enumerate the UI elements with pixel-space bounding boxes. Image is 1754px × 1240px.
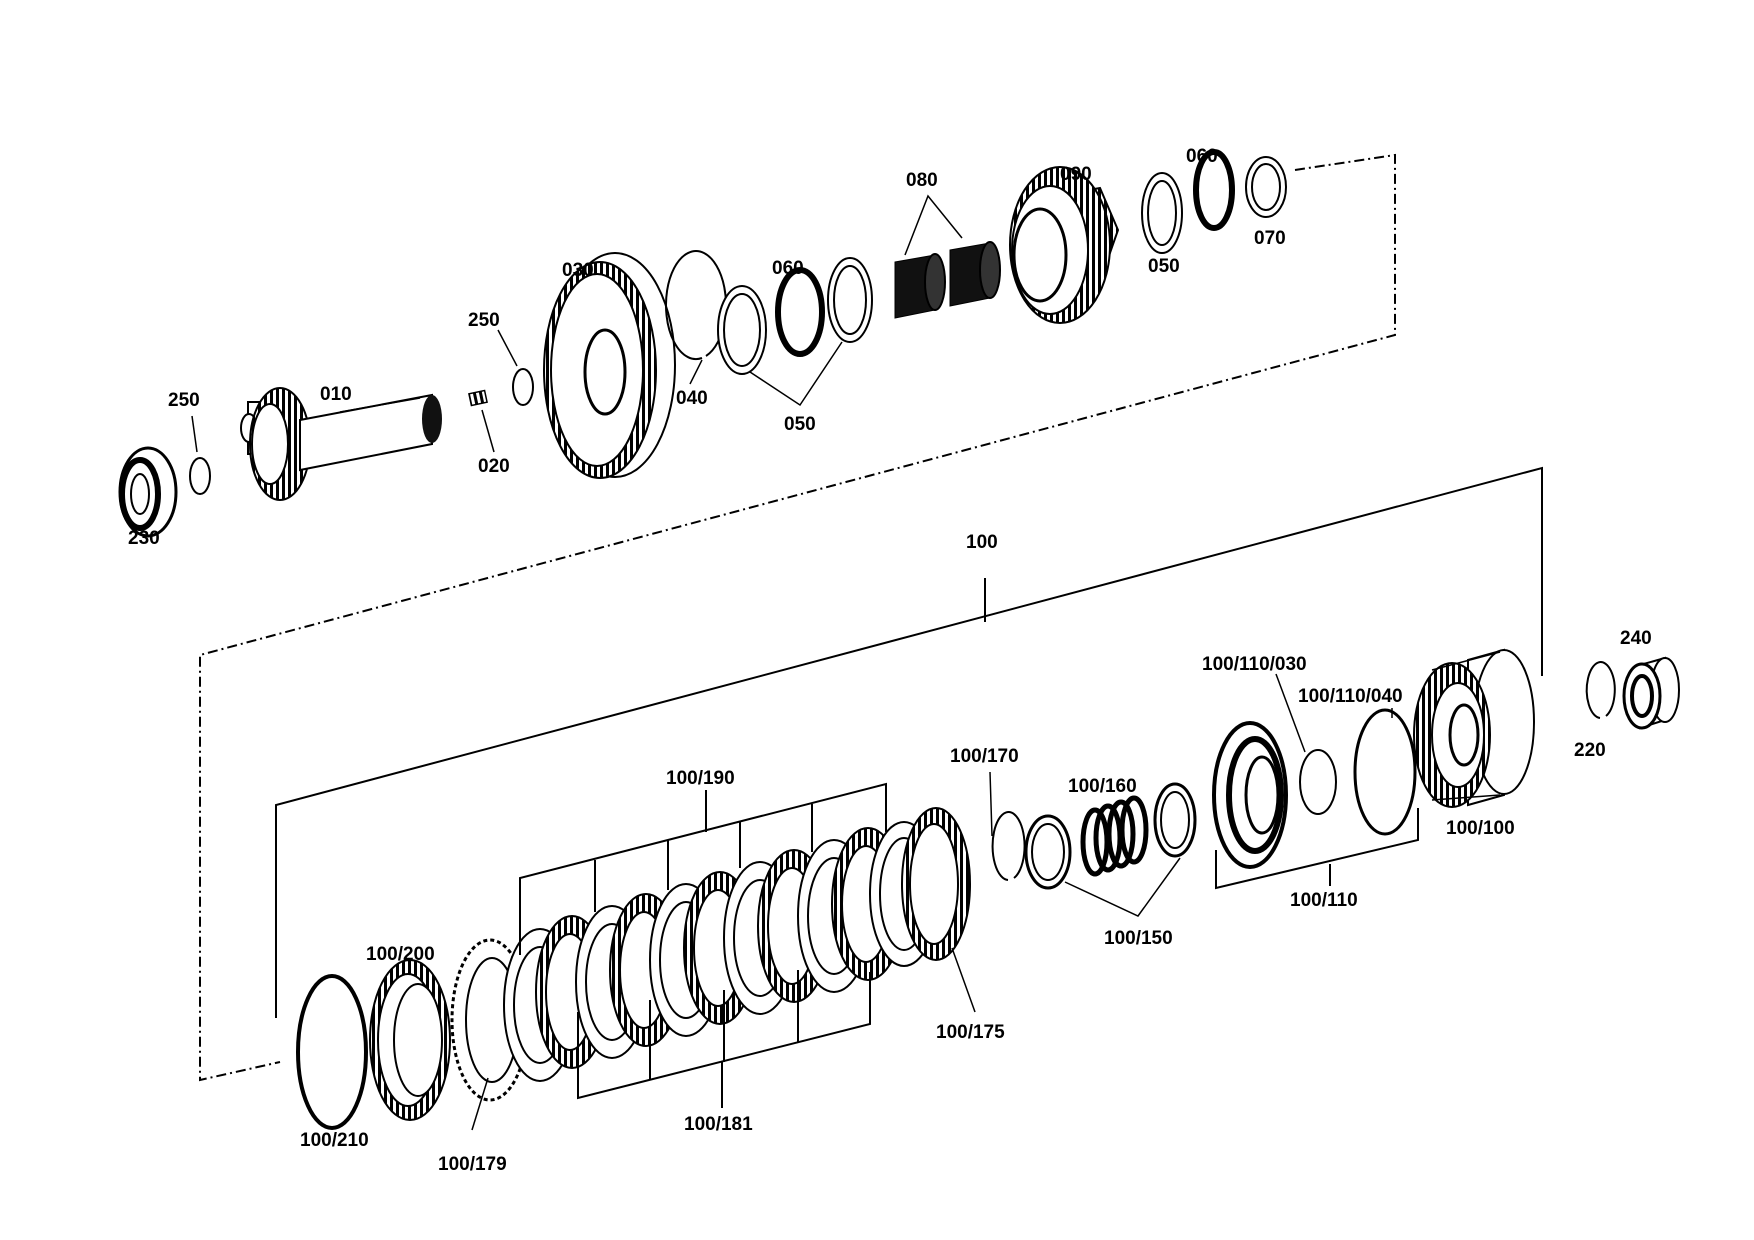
label-020: 020 — [478, 456, 510, 477]
assembly-connector-line — [199, 153, 1396, 1082]
bracket-100-110 — [1215, 808, 1419, 890]
part-050-washer-2 — [827, 257, 873, 343]
label-050-right: 050 — [1148, 256, 1180, 277]
label-250-right: 250 — [468, 310, 500, 331]
part-100-175-plate — [901, 807, 976, 1013]
part-100-160-spring — [1080, 795, 1149, 877]
label-070: 070 — [1254, 228, 1286, 249]
part-250-ring-left — [189, 457, 211, 495]
part-240-bearing — [1622, 656, 1680, 730]
lower-clutch-assembly: 100 100/210 100/200 100/179 100/190 100/… — [275, 466, 1680, 1175]
part-100-210-ring — [296, 974, 368, 1130]
part-230-bearing — [118, 446, 178, 538]
label-100-170: 100/170 — [950, 746, 1019, 767]
label-100: 100 — [966, 532, 998, 553]
part-100-100-drum — [1413, 648, 1535, 808]
part-100-200-plate — [369, 959, 451, 1121]
label-100-100: 100/100 — [1446, 818, 1515, 839]
label-100-110-030: 100/110/030 — [1202, 654, 1307, 675]
leader-050-group — [749, 341, 843, 407]
label-100-110-040: 100/110/040 — [1298, 686, 1403, 707]
label-050-left: 050 — [784, 414, 816, 435]
part-220-snap-ring — [1585, 661, 1616, 719]
label-040: 040 — [676, 388, 708, 409]
label-100-160: 100/160 — [1068, 776, 1137, 797]
part-080-needle-bearings — [894, 194, 1001, 319]
label-250-left: 250 — [168, 390, 200, 411]
part-100-110-piston — [1212, 721, 1288, 869]
label-010: 010 — [320, 384, 352, 405]
label-100-175: 100/175 — [936, 1022, 1005, 1043]
label-080: 080 — [906, 170, 938, 191]
part-030-gear — [543, 252, 676, 479]
part-090-gear — [1009, 166, 1120, 324]
part-100-170-snap-ring — [989, 771, 1026, 881]
part-020-pin — [468, 389, 495, 453]
label-240: 240 — [1620, 628, 1652, 649]
bracket-100-181 — [577, 970, 871, 1108]
upper-shaft-assembly: 230 250 010 020 250 030 040 060 050 080 … — [118, 146, 1396, 1082]
part-250-ring-right — [512, 368, 534, 406]
label-220: 220 — [1574, 740, 1606, 761]
label-100-210: 100/210 — [300, 1130, 369, 1151]
label-060-left: 060 — [772, 258, 804, 279]
bracket-100-190 — [519, 782, 887, 955]
label-100-181: 100/181 — [684, 1114, 753, 1135]
label-030: 030 — [562, 260, 594, 281]
part-100-110-040-ring — [1353, 708, 1417, 836]
label-100-110: 100/110 — [1290, 890, 1358, 911]
part-070-washer — [1245, 156, 1287, 218]
leader-100-150 — [1064, 857, 1181, 917]
part-050-washer-3 — [1141, 172, 1183, 254]
bracket-100 — [275, 466, 1543, 1018]
part-060-thrust-bearing-2 — [1193, 149, 1235, 231]
part-010-shaft — [240, 387, 442, 501]
part-100-110-030-ring — [1275, 673, 1337, 815]
label-090: 090 — [1060, 164, 1092, 185]
label-100-200: 100/200 — [366, 944, 435, 965]
label-060-right: 060 — [1186, 146, 1218, 167]
part-060-thrust-bearing-1 — [775, 267, 825, 357]
clutch-disc-stack — [503, 821, 939, 1082]
label-100-150: 100/150 — [1104, 928, 1173, 949]
label-100-179: 100/179 — [438, 1154, 507, 1175]
label-230: 230 — [128, 528, 160, 549]
part-100-150-washer-left — [1024, 814, 1072, 890]
part-100-150-washer-right — [1153, 782, 1197, 858]
label-100-190: 100/190 — [666, 768, 735, 789]
part-050-washer-1 — [717, 285, 767, 375]
